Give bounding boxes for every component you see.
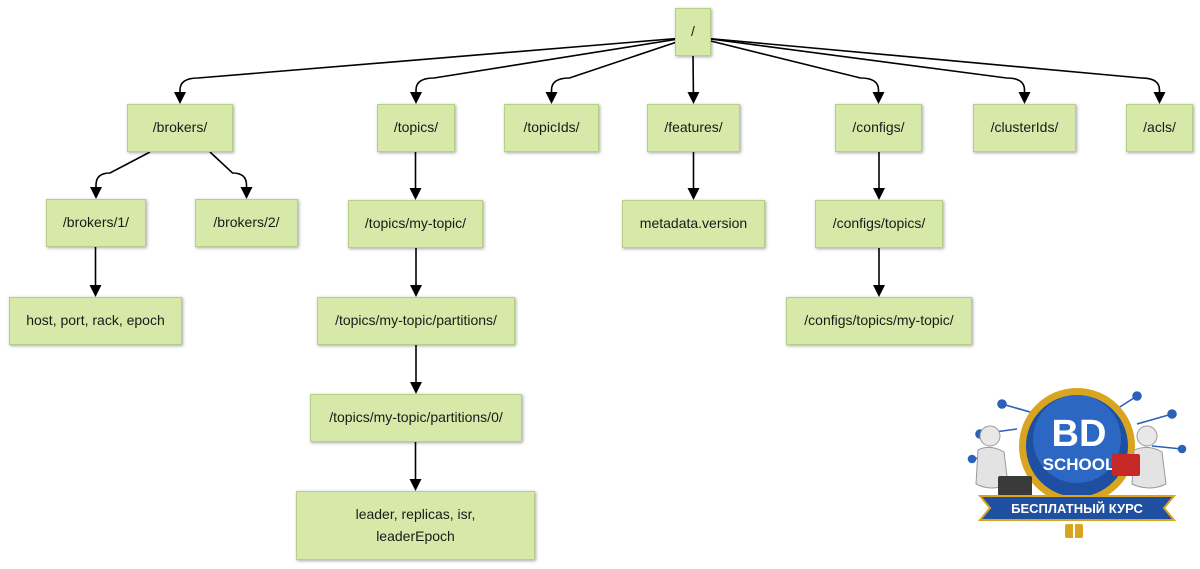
node-root[interactable]: / [675, 8, 711, 56]
node-label: /topics/ [393, 119, 439, 136]
node-topics[interactable]: /topics/ [377, 104, 455, 152]
badge-highlight [1033, 395, 1121, 483]
node-label: leader, replicas, isr, leaderEpoch [356, 504, 476, 547]
node-label: /topicIds/ [523, 119, 580, 136]
node-label: /acls/ [1143, 119, 1176, 136]
node-partition-0[interactable]: /topics/my-topic/partitions/0/ [310, 394, 522, 442]
edge-brokers-to-brokers_2 [209, 151, 253, 199]
node-topic-ids[interactable]: /topicIds/ [504, 104, 599, 152]
figure-right [1112, 425, 1167, 489]
node-broker-info[interactable]: host, port, rack, epoch [9, 297, 182, 345]
node-label: /configs/ [852, 119, 905, 136]
node-partition-state[interactable]: leader, replicas, isr, leaderEpoch [296, 491, 535, 560]
banner-ribbon [977, 495, 1177, 521]
edge-root-to-topics [410, 37, 685, 104]
node-label: /configs/topics/my-topic/ [804, 312, 954, 329]
node-label: /topics/my-topic/partitions/0/ [329, 409, 503, 426]
node-partitions[interactable]: /topics/my-topic/partitions/ [317, 297, 515, 345]
node-configs[interactable]: /configs/ [835, 104, 922, 152]
edge-root-to-acls [702, 37, 1166, 104]
edge-root-to-brokers [174, 37, 684, 104]
node-label: /features/ [664, 119, 723, 136]
node-metadata-version[interactable]: metadata.version [622, 200, 765, 248]
node-brokers-1[interactable]: /brokers/1/ [46, 199, 146, 247]
node-label: host, port, rack, epoch [26, 312, 165, 329]
node-label: /topics/my-topic/ [364, 215, 467, 232]
node-label: / [691, 23, 695, 40]
node-acls[interactable]: /acls/ [1126, 104, 1193, 152]
edge-root-to-cluster_ids [702, 37, 1031, 104]
node-label: /topics/my-topic/partitions/ [335, 312, 497, 329]
node-features[interactable]: /features/ [647, 104, 740, 152]
logo-bd: BD [1052, 413, 1107, 455]
node-label-line-1: leader, replicas, isr, [355, 505, 476, 522]
node-label: /configs/topics/ [832, 215, 926, 232]
node-label: /brokers/2/ [213, 214, 280, 231]
node-brokers-2[interactable]: /brokers/2/ [195, 199, 298, 247]
edge-brokers-to-brokers_1 [90, 151, 151, 199]
edge-root-to-topic_ids [545, 37, 690, 104]
edge-root-to-configs [698, 37, 885, 104]
logo-school: SCHOOL [1043, 455, 1116, 474]
node-label: /clusterIds/ [990, 119, 1059, 136]
node-cluster-ids[interactable]: /clusterIds/ [973, 104, 1076, 152]
node-label: /brokers/ [152, 119, 208, 136]
node-my-topic[interactable]: /topics/my-topic/ [348, 200, 483, 248]
gift-icon [1065, 524, 1083, 538]
node-label-line-2: leaderEpoch [376, 527, 455, 544]
figure-left [975, 425, 1032, 496]
node-label: /brokers/1/ [62, 214, 130, 231]
bd-school-logo: BD SCHOOL БЕСПЛАТНЫЙ КУРС [967, 388, 1187, 538]
node-label: metadata.version [639, 215, 748, 232]
logo-banner: БЕСПЛАТНЫЙ КУРС [1011, 501, 1143, 516]
node-configs-my-topic[interactable]: /configs/topics/my-topic/ [786, 297, 972, 345]
node-brokers[interactable]: /brokers/ [127, 104, 233, 152]
node-configs-topics[interactable]: /configs/topics/ [815, 200, 943, 248]
